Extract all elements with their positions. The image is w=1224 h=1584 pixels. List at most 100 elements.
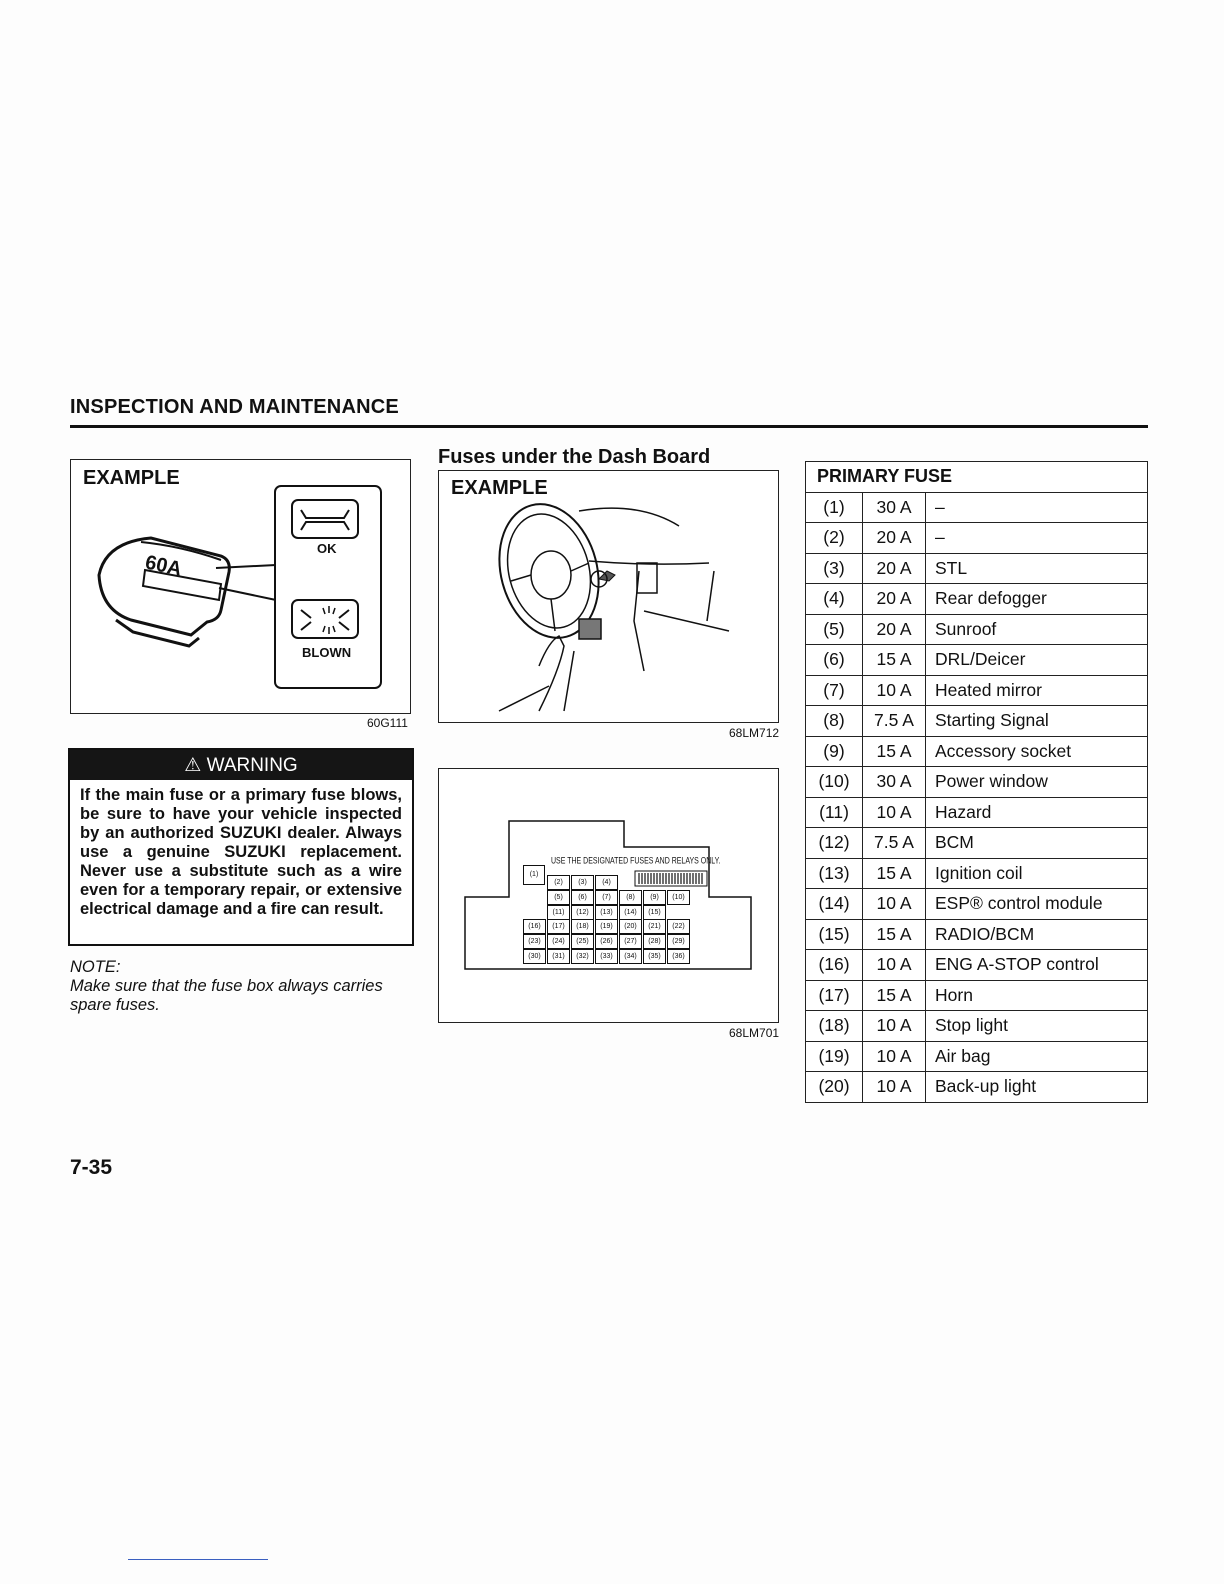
fuse-num-cell: (16)	[805, 949, 863, 981]
fuse-amp-cell: 15 A	[862, 979, 926, 1011]
fuse-slot: (14)	[619, 905, 642, 920]
fuse-slot: (28)	[643, 934, 666, 949]
fuse-amp-cell: 7.5 A	[862, 705, 926, 737]
fuse-num-cell: (4)	[805, 583, 863, 615]
fuse-slot: (34)	[619, 949, 642, 964]
fuse-amp-cell: 30 A	[862, 491, 926, 523]
fuse-slot: (23)	[523, 934, 546, 949]
fuse-box-caption: USE THE DESIGNATED FUSES AND RELAYS ONLY…	[551, 856, 721, 867]
ok-label: OK	[317, 541, 337, 556]
fuse-slot: (5)	[547, 890, 570, 905]
fuse-name-cell: Power window	[925, 766, 1148, 798]
fuse-slot: (16)	[523, 919, 546, 934]
fuse-num-cell: (2)	[805, 522, 863, 554]
table-header: PRIMARY FUSE	[805, 461, 1148, 493]
fuse-slot: (31)	[547, 949, 570, 964]
warning-text: If the main fuse or a primary fuse blows…	[80, 786, 402, 918]
fuse-amp-cell: 15 A	[862, 644, 926, 676]
fuse-amp-cell: 7.5 A	[862, 827, 926, 859]
fuse-slot: (22)	[667, 919, 690, 934]
fuse-slot: (13)	[595, 905, 618, 920]
barcode-icon	[638, 873, 703, 884]
fuse-slot: (33)	[595, 949, 618, 964]
warning-header: ⚠ WARNING	[70, 750, 412, 780]
footer-link-line	[128, 1559, 268, 1560]
fuse-num-cell: (7)	[805, 674, 863, 706]
fuse-slot: (25)	[571, 934, 594, 949]
table-row: (1)30 A–	[805, 491, 1148, 523]
fuse-amp-cell: 10 A	[862, 674, 926, 706]
fuse-slot: (21)	[643, 919, 666, 934]
fuse-slot: (26)	[595, 934, 618, 949]
figure-code-main: 60G111	[367, 716, 408, 730]
blown-label: BLOWN	[302, 645, 352, 660]
fuse-slot: (11)	[547, 905, 570, 920]
fuse-name-cell: ENG A-STOP control	[925, 949, 1148, 981]
dash-figure: EXAMPLE	[438, 470, 779, 723]
fuse-slot: (19)	[595, 919, 618, 934]
dashboard-illustration	[498, 503, 730, 712]
figure-code-fusebox: 68LM701	[729, 1026, 780, 1040]
fuse-name-cell: DRL/Deicer	[925, 644, 1148, 676]
dash-figure-label: EXAMPLE	[451, 477, 548, 499]
fuse-box-figure: USE THE DESIGNATED FUSES AND RELAYS ONLY…	[438, 768, 779, 1023]
fuse-amp-cell: 20 A	[862, 522, 926, 554]
dash-section-title: Fuses under the Dash Board	[438, 446, 711, 468]
fuse-name-cell: ESP® control module	[925, 888, 1148, 920]
warning-title: WARNING	[206, 755, 298, 776]
figure-code-dash: 68LM712	[729, 726, 780, 740]
fuse-amp-cell: 20 A	[862, 613, 926, 645]
fuse-slot: (12)	[571, 905, 594, 920]
page-number: 7-35	[70, 1156, 113, 1179]
fuse-slot: (29)	[667, 934, 690, 949]
fuse-amp-cell: 15 A	[862, 857, 926, 889]
fuse-slot: (6)	[571, 890, 594, 905]
fuse-num-cell: (15)	[805, 918, 863, 950]
fuse-name-cell: Hazard	[925, 796, 1148, 828]
fuse-name-cell: Heated mirror	[925, 674, 1148, 706]
fuse-num-cell: (18)	[805, 1010, 863, 1042]
fuse-name-cell: Back-up light	[925, 1071, 1148, 1103]
fuse-name-cell: BCM	[925, 827, 1148, 859]
note-text: Make sure that the fuse box always carri…	[70, 977, 383, 1014]
fuse-slot: (10)	[667, 890, 690, 905]
section-title: INSPECTION AND MAINTENANCE	[70, 396, 399, 418]
fuse-slot: (3)	[571, 875, 594, 890]
note-label: NOTE:	[70, 958, 121, 976]
fuse-amp-cell: 15 A	[862, 735, 926, 767]
warning-triangle-icon: ⚠	[184, 755, 202, 776]
table-row: (2)20 A–	[805, 522, 1148, 554]
main-fuse-illustration	[97, 485, 382, 689]
fuse-amp-cell: 10 A	[862, 1071, 926, 1103]
main-fuse-figure: EXAMPLE 60A OK BLOWN	[70, 459, 411, 714]
fuse-num-cell: (12)	[805, 827, 863, 859]
fuse-name-cell: Horn	[925, 979, 1148, 1011]
fuse-slot: (27)	[619, 934, 642, 949]
warning-box: ⚠ WARNING If the main fuse or a primary …	[68, 748, 414, 946]
fuse-amp-cell: 10 A	[862, 796, 926, 828]
fuse-amp-cell: 10 A	[862, 1010, 926, 1042]
fuse-slot: (2)	[547, 875, 570, 890]
fuse-slot: (32)	[571, 949, 594, 964]
fuse-num-cell: (8)	[805, 705, 863, 737]
fuse-slot: (30)	[523, 949, 546, 964]
fuse-name-cell: Rear defogger	[925, 583, 1148, 615]
fuse-slot: (24)	[547, 934, 570, 949]
fuse-amp-cell: 20 A	[862, 583, 926, 615]
fuse-slot: (7)	[595, 890, 618, 905]
fuse-name-cell: Starting Signal	[925, 705, 1148, 737]
fuse-num-cell: (10)	[805, 766, 863, 798]
fuse-amp-cell: 30 A	[862, 766, 926, 798]
